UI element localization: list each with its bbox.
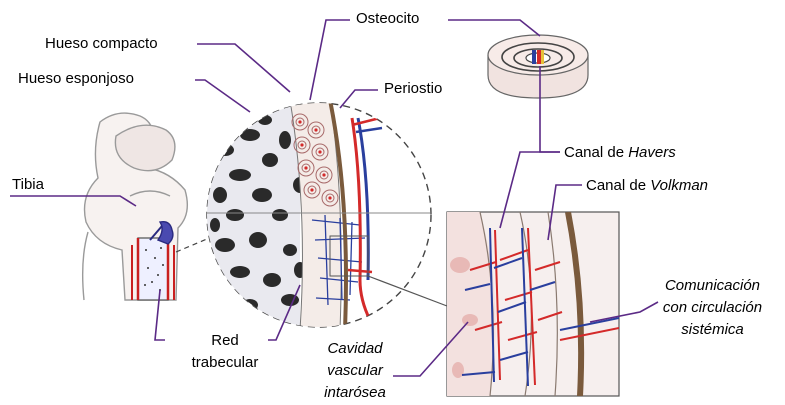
label-canal-havers-prefix: Canal de bbox=[564, 144, 628, 161]
label-red-trabecular: Red trabecular bbox=[180, 330, 270, 374]
label-periostio: Periostio bbox=[384, 80, 442, 97]
label-cavidad-line2: vascular bbox=[310, 360, 400, 382]
label-cavidad-line3: intarósea bbox=[310, 382, 400, 404]
label-hueso-compacto: Hueso compacto bbox=[45, 35, 158, 52]
label-comunicacion-line1: Comunicación bbox=[650, 275, 775, 297]
label-red-line2: trabecular bbox=[180, 352, 270, 374]
label-canal-havers: Canal de Havers bbox=[564, 144, 676, 161]
label-cavidad-line1: Cavidad bbox=[310, 338, 400, 360]
label-canal-volkman-prefix: Canal de bbox=[586, 177, 650, 194]
label-cavidad-vascular: Cavidad vascular intarósea bbox=[310, 338, 400, 404]
havers-volkman-detail bbox=[447, 212, 619, 396]
label-tibia: Tibia bbox=[12, 176, 44, 193]
magnified-bone-circle bbox=[200, 100, 431, 330]
label-canal-havers-name: Havers bbox=[628, 144, 676, 161]
osteocito-leader-left bbox=[310, 20, 350, 100]
label-osteocito: Osteocito bbox=[356, 10, 419, 27]
hueso-esponjoso-leader bbox=[195, 80, 250, 112]
label-comunicacion-line2: con circulación bbox=[650, 297, 775, 319]
zoom-connector-line bbox=[176, 236, 214, 252]
tibia-knee-sketch bbox=[83, 113, 188, 300]
osteon-cylinder bbox=[488, 35, 588, 98]
label-hueso-esponjoso: Hueso esponjoso bbox=[18, 70, 134, 87]
label-canal-volkman: Canal de Volkman bbox=[586, 177, 708, 194]
label-comunicacion-line3: sistémica bbox=[650, 319, 775, 341]
osteocito-leader-right bbox=[448, 20, 540, 36]
label-red-line1: Red bbox=[180, 330, 270, 352]
label-comunicacion: Comunicación con circulación sistémica bbox=[650, 275, 775, 341]
label-canal-volkman-name: Volkman bbox=[650, 177, 708, 194]
periostio-leader bbox=[340, 90, 378, 108]
